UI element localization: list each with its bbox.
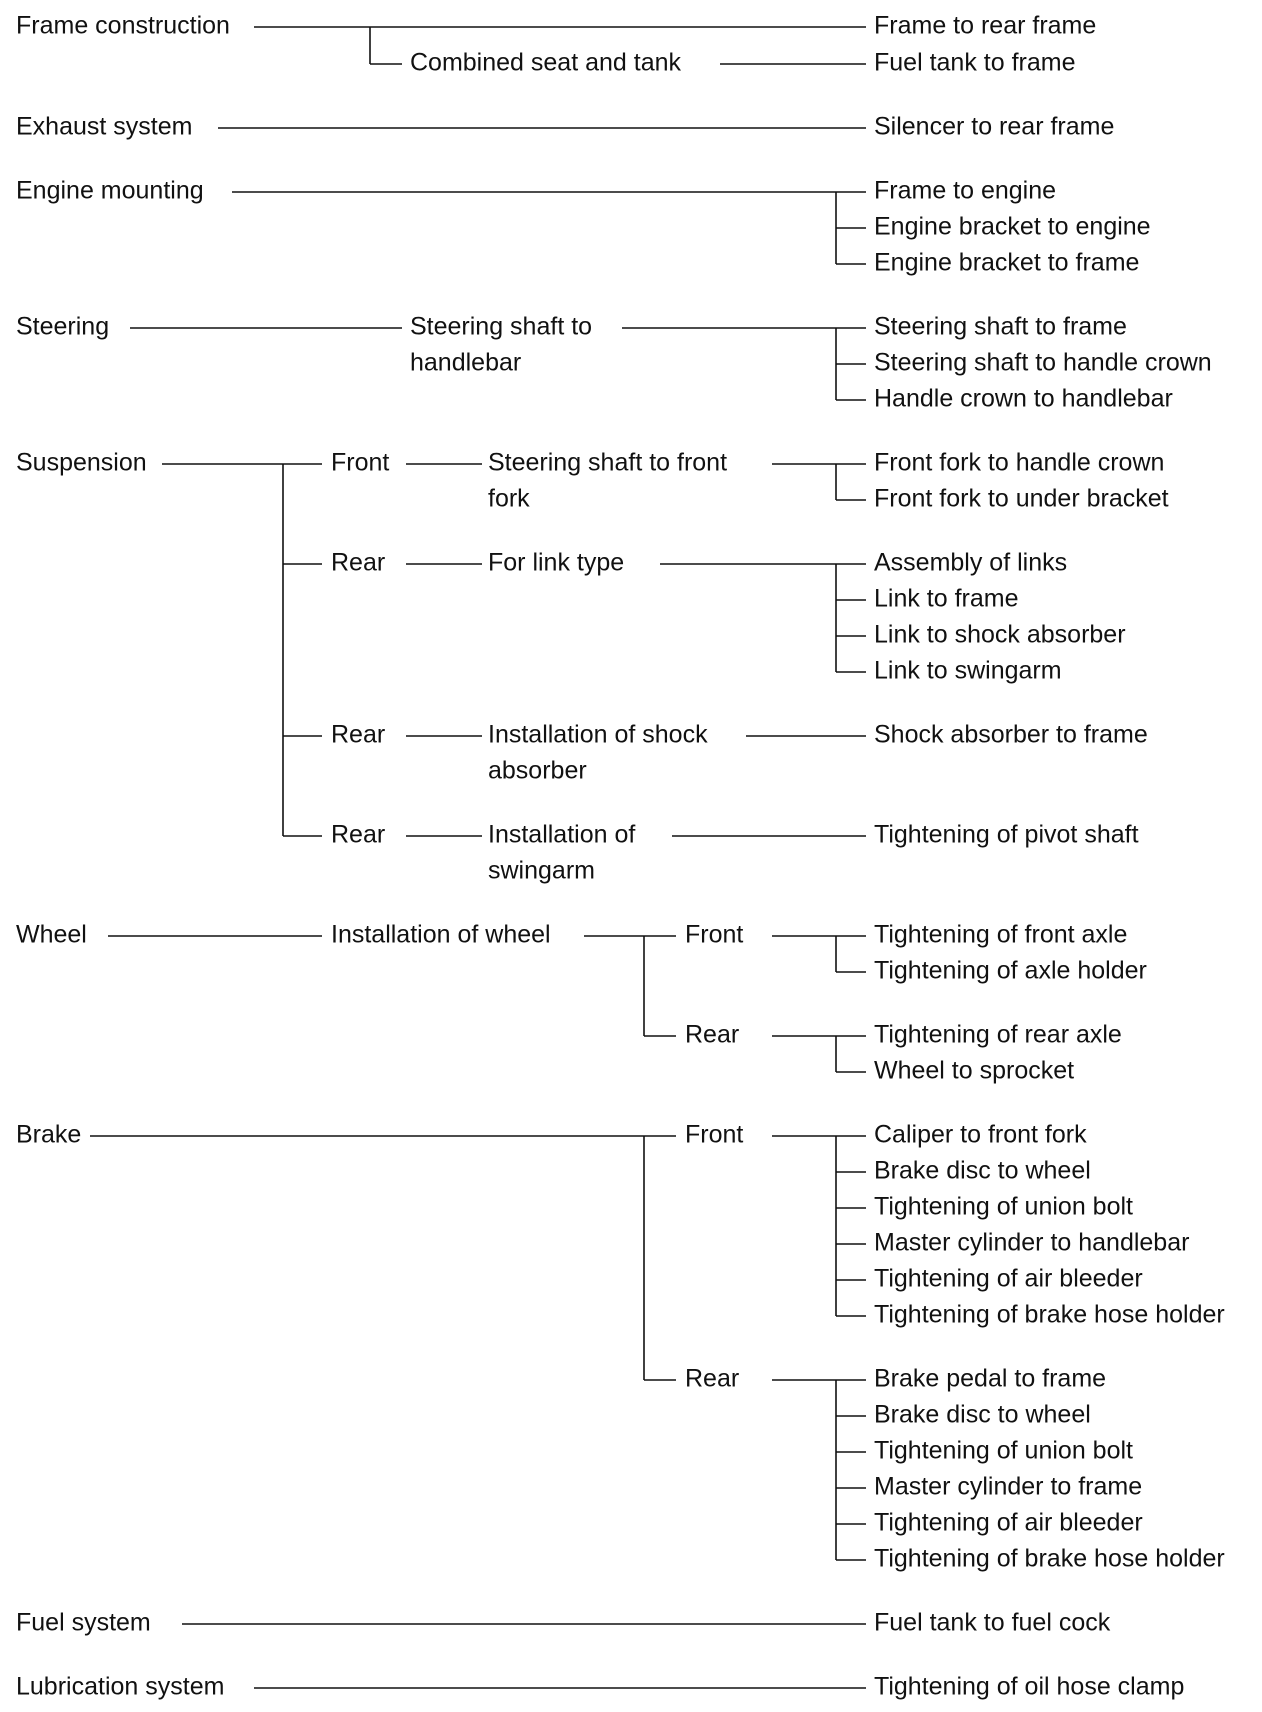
subcategory-label: fork [488,485,530,513]
leaf-label: Brake disc to wheel [874,1401,1091,1429]
leaf-label: Link to shock absorber [874,621,1126,649]
group-lubrication-system: Lubrication system Tightening of oil hos… [16,1673,1184,1701]
category-label: Frame construction [16,12,230,40]
branch-label: Rear [685,1365,739,1393]
category-label: Engine mounting [16,177,204,205]
branch-label: Rear [331,721,385,749]
subcategory-label: Installation of [488,821,635,849]
group-suspension: Suspension Front Steering shaft to front… [16,449,1169,885]
leaf-label: Tightening of air bleeder [874,1265,1143,1293]
group-engine-mounting: Engine mounting Frame to engine Engine b… [16,177,1151,277]
leaf-label: Caliper to front fork [874,1121,1087,1149]
subcategory-label: Installation of shock [488,721,708,749]
leaf-label: Wheel to sprocket [874,1057,1074,1085]
group-exhaust-system: Exhaust system Silencer to rear frame [16,113,1114,141]
leaf-label: Tightening of axle holder [874,957,1147,985]
leaf-label: Frame to engine [874,177,1056,205]
category-label: Exhaust system [16,113,192,141]
leaf-label: Engine bracket to engine [874,213,1151,241]
leaf-label: Shock absorber to frame [874,721,1148,749]
category-label: Steering [16,313,109,341]
group-frame-construction: Frame construction Combined seat and tan… [16,12,1096,77]
category-label: Wheel [16,921,87,949]
subcategory-label: For link type [488,549,624,577]
subcategory-label: Installation of wheel [331,921,551,949]
branch-label: Rear [331,821,385,849]
leaf-label: Tightening of front axle [874,921,1127,949]
leaf-label: Tightening of air bleeder [874,1509,1143,1537]
leaf-label: Silencer to rear frame [874,113,1114,141]
category-label: Fuel system [16,1609,151,1637]
branch-label: Rear [331,549,385,577]
leaf-label: Tightening of rear axle [874,1021,1122,1049]
group-steering: Steering Steering shaft to handlebar Ste… [16,313,1212,413]
leaf-label: Handle crown to handlebar [874,385,1173,413]
subcategory-label: Combined seat and tank [410,49,682,77]
subcategory-label: Steering shaft to [410,313,592,341]
branch-label: Front [331,449,389,477]
group-brake: Brake Front Caliper to front fork Brake … [16,1121,1225,1573]
leaf-label: Front fork to under bracket [874,485,1169,513]
leaf-label: Tightening of union bolt [874,1437,1133,1465]
group-fuel-system: Fuel system Fuel tank to fuel cock [16,1609,1111,1637]
leaf-label: Frame to rear frame [874,12,1096,40]
leaf-label: Steering shaft to handle crown [874,349,1212,377]
subcategory-label: Steering shaft to front [488,449,727,477]
leaf-label: Fuel tank to frame [874,49,1075,77]
leaf-label: Link to frame [874,585,1019,613]
subcategory-label: absorber [488,757,587,785]
leaf-label: Link to swingarm [874,657,1062,685]
group-wheel: Wheel Installation of wheel Front Tighte… [16,921,1147,1085]
leaf-label: Brake pedal to frame [874,1365,1106,1393]
leaf-label: Tightening of brake hose holder [874,1545,1225,1573]
subcategory-label: swingarm [488,857,595,885]
leaf-label: Brake disc to wheel [874,1157,1091,1185]
leaf-label: Front fork to handle crown [874,449,1164,477]
leaf-label: Master cylinder to frame [874,1473,1142,1501]
subcategory-label: handlebar [410,349,521,377]
category-label: Suspension [16,449,147,477]
category-label: Lubrication system [16,1673,224,1701]
branch-label: Front [685,1121,743,1149]
leaf-label: Tightening of union bolt [874,1193,1133,1221]
leaf-label: Tightening of oil hose clamp [874,1673,1184,1701]
leaf-label: Assembly of links [874,549,1067,577]
branch-label: Rear [685,1021,739,1049]
leaf-label: Steering shaft to frame [874,313,1127,341]
branch-label: Front [685,921,743,949]
leaf-label: Fuel tank to fuel cock [874,1609,1111,1637]
category-label: Brake [16,1121,81,1149]
leaf-label: Tightening of pivot shaft [874,821,1139,849]
leaf-label: Master cylinder to handlebar [874,1229,1189,1257]
leaf-label: Tightening of brake hose holder [874,1301,1225,1329]
leaf-label: Engine bracket to frame [874,249,1139,277]
